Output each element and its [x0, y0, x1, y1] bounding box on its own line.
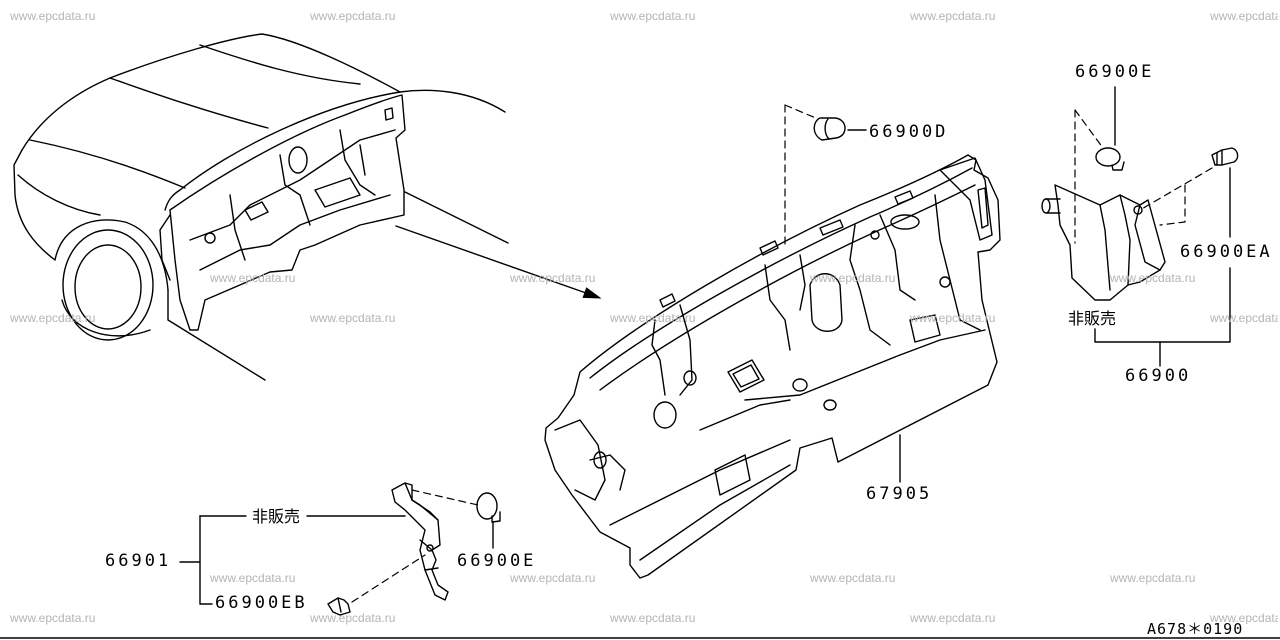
callout-66901: 66901 — [105, 551, 172, 571]
watermark: www.epcdata.ru — [310, 611, 396, 625]
location-arrow — [395, 225, 602, 299]
dash-panel-67905 — [544, 154, 1001, 579]
callout-66900EA: 66900EA — [1180, 242, 1273, 262]
watermark: www.epcdata.ru — [610, 311, 696, 325]
watermark: www.epcdata.ru — [1110, 571, 1196, 585]
clip-66900EB — [327, 597, 351, 616]
clip-66900EA — [1211, 147, 1239, 166]
clip-66900D — [813, 117, 846, 141]
watermark: www.epcdata.ru — [10, 611, 96, 625]
watermark: www.epcdata.ru — [510, 271, 596, 285]
bracket-66900-assembly — [1041, 184, 1166, 301]
clip-66900E-upper — [1095, 147, 1125, 171]
watermark: www.epcdata.ru — [1210, 612, 1278, 624]
leader-lines — [179, 86, 1231, 605]
callout-66900E-lower: 66900E — [457, 551, 537, 571]
watermark: www.epcdata.ru — [210, 271, 296, 285]
watermark: www.epcdata.ru — [1210, 312, 1278, 324]
watermark: www.epcdata.ru — [210, 571, 296, 585]
not-for-sale-label-upper: 非販売 — [1068, 309, 1117, 328]
vehicle-body-drawing — [13, 33, 509, 381]
watermark: www.epcdata.ru — [810, 571, 896, 585]
callout-66900EB: 66900EB — [215, 593, 308, 613]
dashed-assembly-lines — [351, 104, 1213, 603]
watermark: www.epcdata.ru — [910, 611, 996, 625]
watermark: www.epcdata.ru — [310, 9, 396, 23]
callout-67905: 67905 — [866, 484, 933, 504]
watermark: www.epcdata.ru — [910, 9, 996, 23]
callout-66900: 66900 — [1125, 366, 1192, 386]
watermark: www.epcdata.ru — [510, 571, 596, 585]
bracket-66901-assembly — [391, 482, 449, 601]
clip-66900E-lower — [476, 492, 501, 523]
watermark: www.epcdata.ru — [610, 9, 696, 23]
watermark: www.epcdata.ru — [610, 611, 696, 625]
callout-66900E-upper: 66900E — [1075, 62, 1155, 82]
not-for-sale-label-lower: 非販売 — [252, 507, 301, 526]
watermark: www.epcdata.ru — [310, 311, 396, 325]
watermark: www.epcdata.ru — [10, 9, 96, 23]
watermark: www.epcdata.ru — [810, 271, 896, 285]
watermark: www.epcdata.ru — [1110, 271, 1196, 285]
figure-code: A678＊0190 — [1147, 620, 1244, 638]
watermark: www.epcdata.ru — [10, 311, 96, 325]
watermark: www.epcdata.ru — [1210, 10, 1278, 22]
watermark: www.epcdata.ru — [910, 311, 996, 325]
callout-66900D: 66900D — [869, 122, 949, 142]
